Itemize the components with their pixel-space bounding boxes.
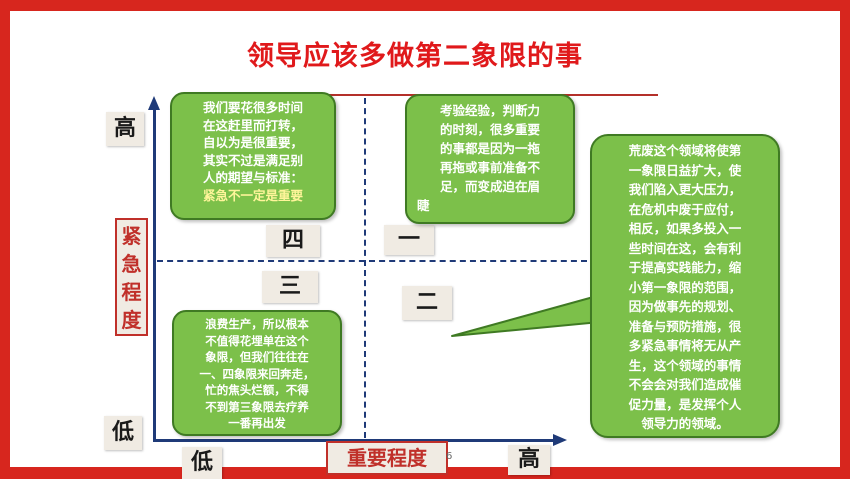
box-line: 的时刻，很多重要 <box>439 122 540 137</box>
quadrant-label-one: 一 <box>384 225 434 255</box>
quadrant-three-box: 浪费生产，所以根本 不值得花埋单在这个 象限，但我们往往在 一、四象限来回奔走，… <box>172 310 342 436</box>
callout-line: 领导力的领域。 <box>641 416 729 431</box>
quadrant-label-two: 二 <box>402 286 452 320</box>
box-line: 忙的焦头烂额，不得 <box>205 383 309 397</box>
box-line: 在这赶里而打转， <box>202 117 303 133</box>
callout-line: 在危机中废于应付， <box>628 201 742 217</box>
box-line: 人的期望与标准： <box>202 170 303 185</box>
y-axis-high-label: 高 <box>106 112 144 146</box>
box-line: 睫 <box>417 198 430 213</box>
y-axis-title-char: 程 <box>121 280 142 304</box>
y-axis <box>153 108 156 442</box>
callout-line: 一象限日益扩大，使 <box>628 162 742 178</box>
box-line: 不值得花埋单在这个 <box>205 333 309 348</box>
box-line: 不到第三象限去疗养 <box>205 399 309 414</box>
box-line: 考验经验，判断力 <box>439 103 540 118</box>
quadrant-divider-horizontal <box>157 260 587 262</box>
quadrant-one-box: 考验经验，判断力 的时刻，很多重要 的事都是因为一拖 再拖或事前准备不 足，而变… <box>405 94 575 224</box>
quadrant-four-box: 我们要花很多时间 在这赶里而打转， 自以为是很重要， 其实不过是满足别 人的期望… <box>170 92 336 220</box>
y-axis-title-char: 度 <box>121 308 142 332</box>
slide-title: 领导应该多做第二象限的事 <box>247 41 583 72</box>
box-line: 我们要花很多时间 <box>202 100 303 115</box>
x-axis-high-label: 高 <box>508 445 550 475</box>
quadrant-divider-vertical <box>364 98 366 438</box>
box-line: 其实不过是满足别 <box>202 152 303 168</box>
x-axis-title: 重要程度 <box>326 441 448 475</box>
box-line: 再拖或事前准备不 <box>439 160 540 175</box>
box-emphasis-line: 紧急不一定是重要 <box>202 187 303 203</box>
x-axis-arrow-icon <box>553 434 567 446</box>
quadrant-label-three: 三 <box>262 271 318 303</box>
y-axis-title-char: 紧 <box>121 224 142 248</box>
callout-line: 准备与预防措施，很 <box>628 318 742 334</box>
x-axis-low-label: 低 <box>182 447 222 479</box>
x-axis <box>153 439 555 442</box>
box-line: 象限，但我们往往在 <box>205 350 309 364</box>
callout-line: 相反，如果多投入一 <box>628 221 742 236</box>
callout-line: 于提高实践能力，缩 <box>628 260 742 275</box>
box-line: 一番再出发 <box>228 416 286 430</box>
y-axis-arrow-icon <box>148 96 160 110</box>
y-axis-title: 紧 急 程 度 <box>115 218 148 336</box>
callout-line: 荒废这个领域将使第 <box>628 143 742 158</box>
box-line: 足，而变成迫在眉 <box>439 179 540 194</box>
callout-line: 不会会对我们造成催 <box>628 377 742 392</box>
box-line: 自以为是很重要， <box>202 135 303 150</box>
page-number: 6 <box>446 451 453 462</box>
quadrant-label-four: 四 <box>266 225 320 257</box>
callout-box: 荒废这个领域将使第 一象限日益扩大，使 我们陷入更大压力， 在危机中废于应付， … <box>590 134 780 438</box>
callout-line: 些时间在这，会有利 <box>628 240 742 256</box>
y-axis-title-char: 急 <box>121 252 142 276</box>
y-axis-low-label: 低 <box>104 416 142 450</box>
callout-line: 生，这个领域的事情 <box>628 357 742 373</box>
callout-line: 小第一象限的范围， <box>628 279 742 295</box>
callout-line: 我们陷入更大压力， <box>628 182 742 197</box>
box-line: 一、四象限来回奔走， <box>199 366 315 381</box>
callout-line: 多紧急事情将无从产 <box>628 338 742 353</box>
callout-line: 因为做事先的规划、 <box>628 299 742 314</box>
box-line: 浪费生产，所以根本 <box>205 317 309 331</box>
box-line: 的事都是因为一拖 <box>439 141 540 156</box>
callout-line: 促力量，是发挥个人 <box>628 396 742 412</box>
